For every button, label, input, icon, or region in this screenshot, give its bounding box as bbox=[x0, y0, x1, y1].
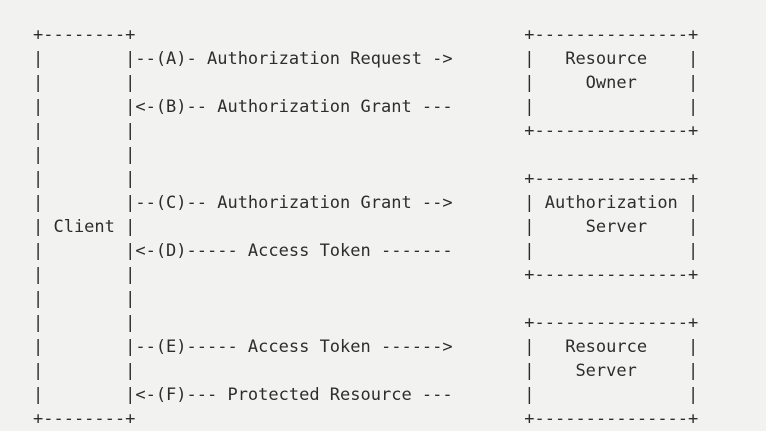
ascii-row-8: | Client | | Server | bbox=[33, 217, 699, 237]
ascii-row-1: | |--(A)- Authorization Request -> | Res… bbox=[33, 49, 699, 69]
ascii-row-15: | |<-(F)--- Protected Resource --- | | bbox=[33, 385, 699, 405]
ascii-row-10: | | +---------------+ bbox=[33, 265, 699, 285]
ascii-row-4: | | +---------------+ bbox=[33, 121, 699, 141]
ascii-flow-diagram: +--------+ +---------------+ | |--(A)- Au… bbox=[0, 17, 766, 429]
ascii-row-12: | | +---------------+ bbox=[33, 313, 699, 333]
ascii-row-3: | |<-(B)-- Authorization Grant --- | | bbox=[33, 97, 699, 117]
ascii-row-0: +--------+ +---------------+ bbox=[33, 25, 699, 45]
ascii-row-9: | |<-(D)----- Access Token ------- | | bbox=[33, 241, 699, 261]
ascii-row-14: | | | Server | bbox=[33, 361, 699, 381]
ascii-row-2: | | | Owner | bbox=[33, 73, 699, 93]
ascii-row-5: | | bbox=[33, 145, 136, 165]
ascii-row-7: | |--(C)-- Authorization Grant --> | Aut… bbox=[33, 193, 699, 213]
ascii-row-6: | | +---------------+ bbox=[33, 169, 699, 189]
ascii-row-13: | |--(E)----- Access Token ------> | Res… bbox=[33, 337, 699, 357]
ascii-row-11: | | bbox=[33, 289, 136, 309]
